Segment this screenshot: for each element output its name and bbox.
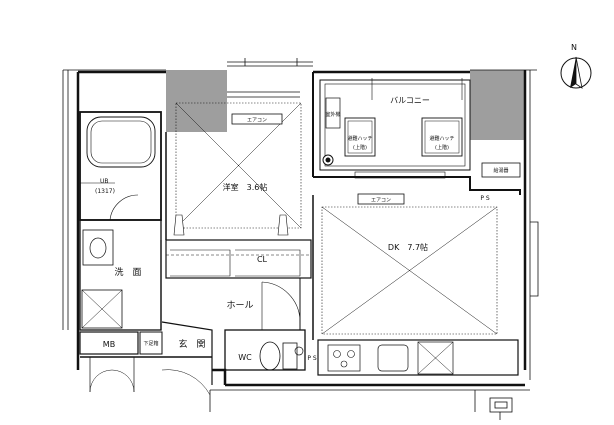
entrance-label: 玄 関 (178, 338, 205, 350)
kitchen-counter (317, 339, 519, 376)
hatch-1-label: 避難ハッチ (347, 135, 372, 142)
unit-bath (79, 111, 162, 221)
mb-label: MB (103, 340, 115, 349)
balcony-wall (312, 72, 521, 195)
meter-label: 給湯器 (493, 167, 508, 174)
compass-arrow-icon (570, 57, 576, 88)
aircon-2 (357, 193, 405, 205)
balcony-label: バルコニー (390, 96, 430, 105)
wc-label: WC (238, 353, 252, 362)
evacuation-hatch-1 (344, 117, 376, 157)
hatch-2-label: 避難ハッチ (429, 135, 454, 142)
outer-lines (62, 58, 539, 412)
wall-block-right (470, 70, 525, 140)
hall-area (160, 240, 301, 330)
entrance-area (79, 321, 213, 396)
hatch-2-sub: (上階) (435, 144, 449, 151)
hall-label: ホール (226, 300, 253, 311)
light-icons (173, 214, 289, 236)
closet-label: CL (257, 255, 268, 264)
ub-label: UB (100, 178, 109, 185)
shoe-cabinet-label: 下足箱 (143, 340, 158, 347)
washroom-label: 洗 面 (114, 266, 141, 278)
wc-area (224, 329, 306, 371)
balcony-area (319, 78, 471, 171)
meter-box (481, 162, 521, 178)
closet (165, 239, 312, 279)
outer-walls (76, 70, 527, 387)
compass-arrow-outline-icon (575, 56, 583, 89)
aircon-1-label: エアコン (247, 118, 267, 124)
hatch-1-sub: (上階) (353, 144, 367, 151)
ub-size-label: (1317) (95, 188, 115, 195)
dk-label: DK 7.7帖 (388, 242, 428, 252)
aircon-2-label: エアコン (371, 198, 391, 204)
drain-icon-core (325, 157, 331, 163)
wall-block-left (166, 70, 227, 132)
ps-label-1: P S (307, 355, 317, 362)
aircon-1 (231, 113, 283, 125)
right-edge-fixtures (489, 397, 513, 420)
western-room-label: 洋室 3.6帖 (223, 182, 268, 192)
evacuation-hatch-2 (421, 117, 463, 157)
washroom (79, 219, 162, 331)
compass: N (560, 43, 592, 89)
outdoor-unit (325, 97, 341, 129)
compass-north-label: N (571, 43, 577, 52)
outdoor-unit-label: 室外機 (325, 111, 340, 118)
ps-label-2: P S (480, 195, 490, 202)
dk-room (312, 195, 498, 340)
